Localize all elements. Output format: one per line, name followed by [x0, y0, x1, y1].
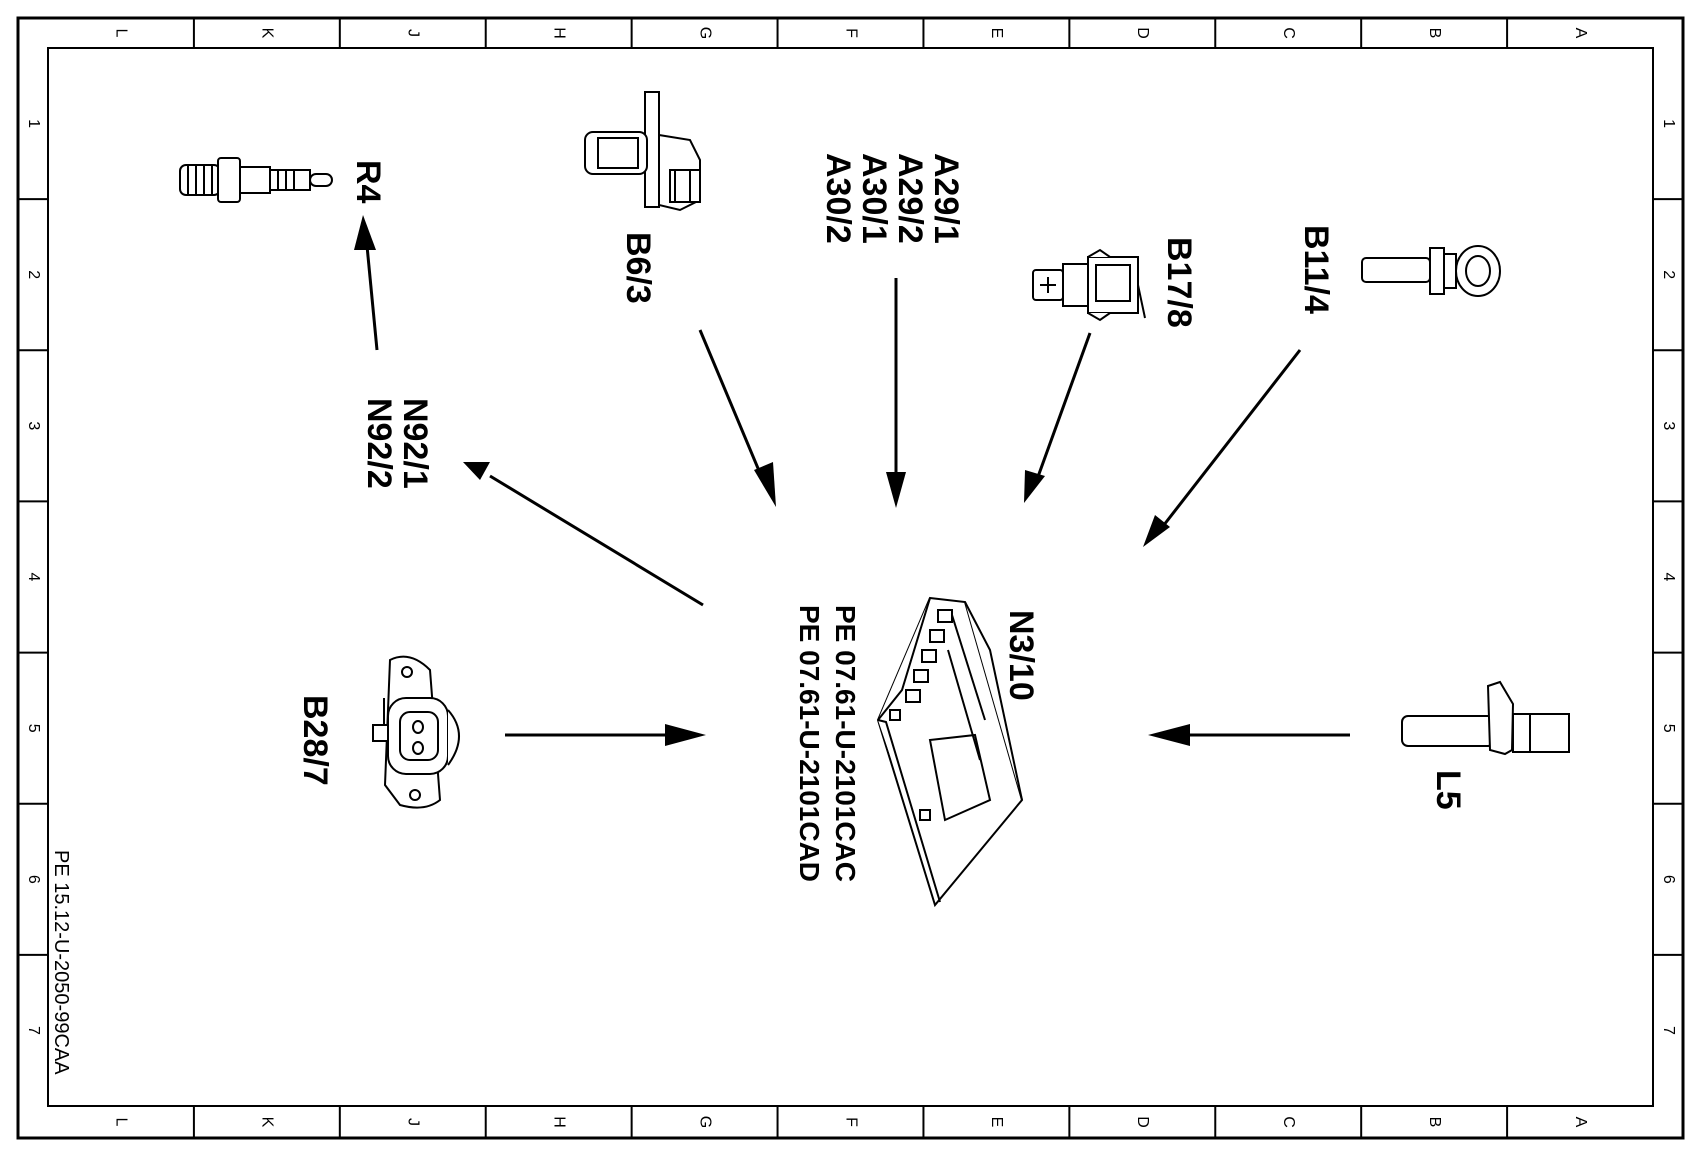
arrowhead-b11-4: [1143, 515, 1170, 547]
outer-border: [16, 16, 1685, 1140]
coolant-sensor-icon: [1361, 245, 1501, 297]
arrow-from-b17-8: [1033, 332, 1092, 486]
grid-column-letter: C: [1280, 27, 1297, 39]
grid-column-letter: B: [1426, 28, 1443, 39]
grid-column-letter: B: [1426, 1117, 1443, 1128]
grid-row-number: 5: [1660, 724, 1677, 733]
grid-row-number: 7: [1660, 1026, 1677, 1035]
grid-row-number: 3: [25, 421, 42, 430]
arrowhead-b17-8: [1024, 470, 1045, 503]
grid-row-number: 2: [25, 270, 42, 279]
document-code: PE 15.12-U-2050-99CAA: [50, 850, 72, 1075]
grid-column-letter: K: [259, 1117, 276, 1128]
inner-border: [47, 47, 1654, 1107]
grid-column-letter: G: [696, 27, 713, 39]
pressure-sensor-icon: [372, 655, 460, 809]
grid-column-letter: E: [988, 28, 1005, 39]
grid-ruler-left: 1 2 3 4 5 6 7: [18, 119, 48, 1035]
arrowhead-r4: [354, 215, 376, 250]
grid-column-letter: D: [1134, 1116, 1151, 1128]
grid-row-number: 1: [25, 119, 42, 128]
grid-column-letter: H: [550, 1116, 567, 1128]
grid-column-letter: J: [405, 1118, 422, 1126]
label-b6-3: B6/3: [619, 232, 657, 304]
label-a29-1: A29/1: [927, 153, 965, 244]
grid-column-letter: A: [1572, 28, 1589, 39]
spark-plug-icon: [179, 157, 333, 203]
crankshaft-sensor-icon: [1401, 680, 1570, 756]
grid-column-letter: G: [696, 1116, 713, 1128]
grid-row-number: 7: [25, 1026, 42, 1035]
engine-control-unit-icon: [876, 596, 1024, 908]
label-a30-2: A30/2: [819, 153, 857, 244]
arrowhead-a-group: [886, 472, 906, 508]
label-b11-4: B11/4: [1297, 225, 1335, 314]
grid-column-letter: D: [1134, 27, 1151, 39]
grid-column-letter: H: [550, 27, 567, 39]
grid-column-letter: L: [113, 29, 130, 38]
arrow-to-n92: [489, 474, 704, 607]
grid-row-number: 4: [1660, 573, 1677, 582]
label-n92-2: N92/2: [360, 398, 398, 489]
arrowhead-b28-7: [665, 724, 706, 746]
grid-row-number: 2: [1660, 270, 1677, 279]
label-r4: R4: [349, 160, 387, 204]
arrowhead-b6-3: [754, 462, 776, 507]
arrowhead-l5: [1148, 724, 1190, 746]
grid-column-letter: F: [842, 1117, 859, 1127]
label-a30-1: A30/1: [855, 153, 893, 244]
label-b28-7: B28/7: [296, 695, 334, 786]
grid-column-letter: A: [1572, 1117, 1589, 1128]
arrow-from-b6-3: [698, 329, 767, 486]
grid-row-number: 6: [25, 875, 42, 884]
label-n3-10: N3/10: [1002, 610, 1040, 701]
grid-column-letter: L: [113, 1118, 130, 1127]
arrowhead-n92: [463, 462, 490, 480]
grid-column-letter: F: [842, 28, 859, 38]
grid-row-number: 6: [1660, 875, 1677, 884]
grid-row-number: 3: [1660, 421, 1677, 430]
label-a29-2: A29/2: [891, 153, 929, 244]
label-n92-1: N92/1: [396, 398, 434, 489]
grid-column-letter: J: [405, 29, 422, 37]
temperature-sensor-icon: [1032, 248, 1146, 322]
label-b17-8: B17/8: [1160, 237, 1198, 328]
grid-column-letter: E: [988, 1117, 1005, 1128]
grid-column-letter: C: [1280, 1116, 1297, 1128]
label-pe-ref-2: PE 07.61-U-2101CAD: [794, 605, 825, 882]
label-l5: L5: [1429, 770, 1467, 810]
camshaft-sensor-icon: [584, 91, 701, 212]
label-pe-ref-1: PE 07.61-U-2101CAC: [830, 605, 861, 882]
grid-column-letter: K: [259, 28, 276, 39]
grid-ruler-right: 1 2 3 4 5 6 7: [1653, 119, 1683, 1035]
grid-row-number: 1: [1660, 119, 1677, 128]
grid-row-number: 5: [25, 724, 42, 733]
grid-row-number: 4: [25, 573, 42, 582]
arrow-from-b11-4: [1158, 349, 1302, 531]
